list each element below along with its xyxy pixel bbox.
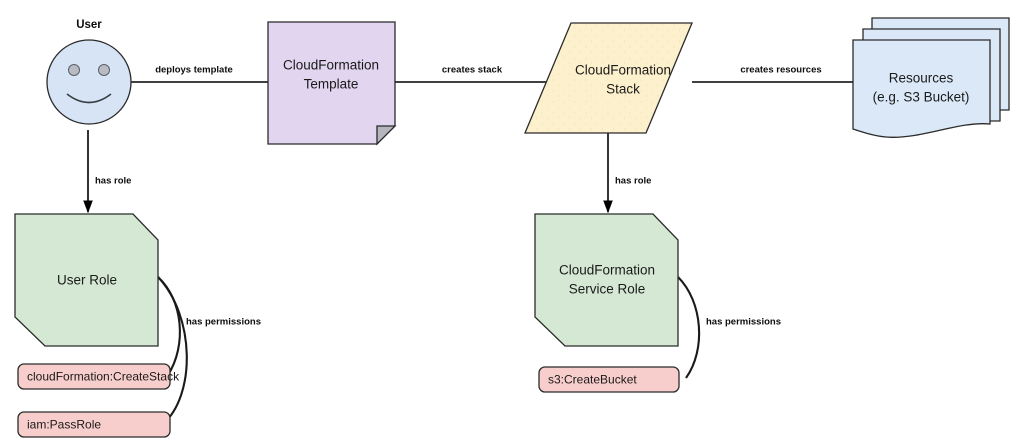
edge-user-role-to-permissions: has permissions <box>157 276 261 425</box>
user-eye-left-icon <box>68 64 80 76</box>
node-cloudformation-service-role[interactable]: CloudFormation Service Role <box>534 213 679 347</box>
edge-stack-to-resources: creates resources <box>692 65 853 83</box>
edge-label-has-role-stack: has role <box>615 176 651 187</box>
edge-label-creates-resources: creates resources <box>740 65 821 76</box>
edge-service-role-to-permissions: has permissions <box>677 276 781 379</box>
node-cloudformation-stack[interactable]: CloudFormation Stack <box>524 22 693 134</box>
user-role-shape <box>14 213 159 347</box>
node-user-role[interactable]: User Role <box>14 213 159 347</box>
service-role-label-line2: Service Role <box>569 282 646 297</box>
permission-pill-cloudformation-createstack[interactable]: cloudFormation:CreateStack <box>17 363 180 390</box>
permission-pill-s3-createbucket[interactable]: s3:CreateBucket <box>538 366 680 393</box>
user-head-circle <box>46 39 132 125</box>
permission-pill-label: iam:PassRole <box>27 418 101 432</box>
edge-stack-to-service-role: has role <box>603 133 651 214</box>
user-title: User <box>76 19 102 31</box>
template-label-line1: CloudFormation <box>283 58 379 73</box>
user-role-label: User Role <box>57 273 117 288</box>
permission-pill-background <box>538 366 680 393</box>
permission-pill-label: s3:CreateBucket <box>548 373 637 387</box>
edge-user-to-user-role: has role <box>83 130 131 214</box>
edge-label-has-role-user: has role <box>95 176 131 187</box>
edge-label-has-permissions-user-role: has permissions <box>186 317 261 328</box>
edge-label-has-permissions-service-role: has permissions <box>706 317 781 328</box>
user-smile-icon <box>66 93 112 104</box>
resources-label-line1: Resources <box>889 71 954 86</box>
template-folded-corner-icon <box>376 125 397 146</box>
edge-user-to-template: deploys template <box>131 65 268 83</box>
permission-pill-iam-passrole[interactable]: iam:PassRole <box>17 411 171 438</box>
service-role-shape <box>534 213 679 347</box>
node-resources[interactable]: Resources (e.g. S3 Bucket) <box>852 17 1010 138</box>
permission-pill-background <box>17 363 171 390</box>
resources-label-line2: (e.g. S3 Bucket) <box>873 90 970 105</box>
stack-label-line1: CloudFormation <box>575 63 671 78</box>
edge-template-to-stack: creates stack <box>395 65 564 83</box>
resources-sheet-front-icon <box>852 39 991 138</box>
stack-label-line2: Stack <box>606 82 640 97</box>
edge-label-creates-stack: creates stack <box>442 65 503 76</box>
stack-parallelogram-shape <box>524 22 693 134</box>
service-role-label-line1: CloudFormation <box>559 263 655 278</box>
node-user[interactable]: User <box>46 19 132 125</box>
user-eye-right-icon <box>98 64 110 76</box>
node-cloudformation-template[interactable]: CloudFormation Template <box>267 21 397 146</box>
edge-label-deploys-template: deploys template <box>155 65 233 76</box>
permission-pill-label: cloudFormation:CreateStack <box>27 370 180 384</box>
permission-pill-background <box>17 411 171 438</box>
template-label-line2: Template <box>304 77 359 92</box>
